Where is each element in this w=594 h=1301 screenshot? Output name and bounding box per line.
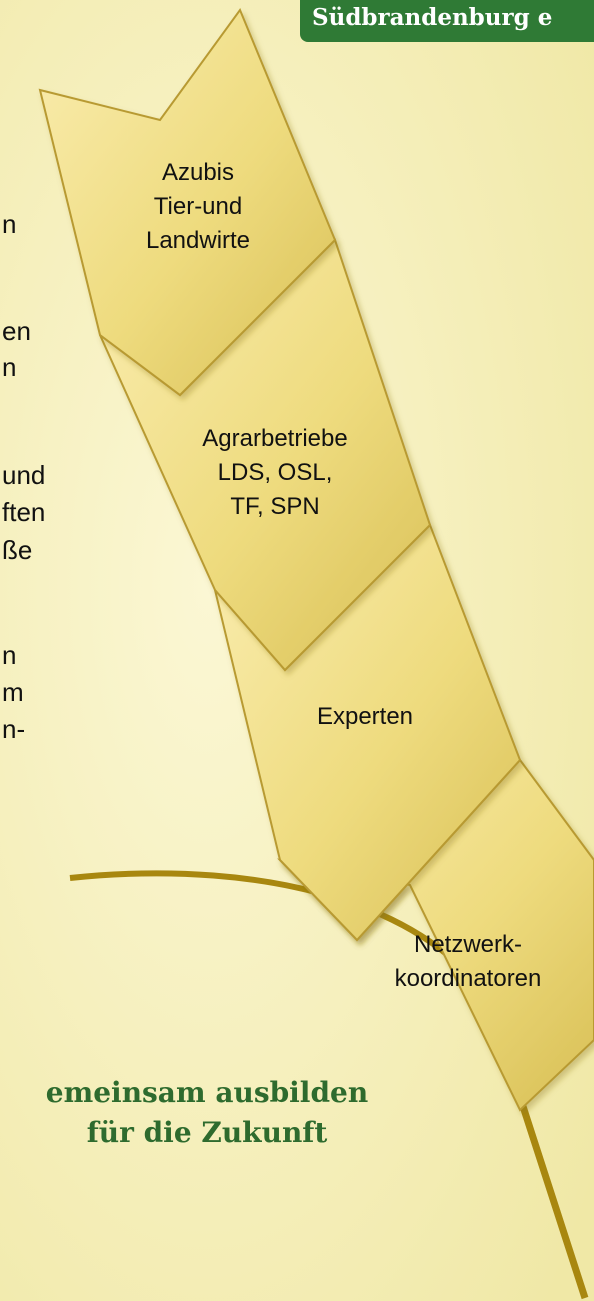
left-text-fragment: en xyxy=(2,316,31,346)
segment-label-experten: Experten xyxy=(280,700,450,734)
segment-label-line: Azubis xyxy=(161,159,235,186)
slogan-line-1: emeinsam ausbilden xyxy=(45,1076,369,1109)
left-text-fragment: n xyxy=(2,209,17,239)
chevron-segment-azubis xyxy=(38,7,337,397)
segment-label-line: TF, SPN xyxy=(230,493,320,520)
left-text-fragment: n xyxy=(2,352,17,382)
organization-name: Südbrandenburg e xyxy=(312,4,553,31)
segment-label-line: Netzwerk- xyxy=(413,931,522,958)
segment-label-line: koordinatoren xyxy=(394,965,542,992)
left-text-fragment: n- xyxy=(2,714,26,744)
organization-badge: Südbrandenburg e xyxy=(300,0,594,42)
segment-label-line: Tier-und xyxy=(153,193,243,220)
left-text-fragment: n xyxy=(2,640,17,670)
segment-label-line: Experten xyxy=(316,703,414,730)
segment-label-line: Agrarbetriebe xyxy=(202,425,348,452)
segment-label-line: Landwirte xyxy=(145,227,251,254)
segment-label-agrarbetriebe: Agrarbetriebe LDS, OSL, TF, SPN xyxy=(160,422,390,524)
left-text-fragment: ße xyxy=(2,535,33,565)
left-text-fragment: ften xyxy=(2,497,46,527)
slogan-line-2: für die Zukunft xyxy=(86,1116,328,1149)
segment-label-azubis: Azubis Tier-und Landwirte xyxy=(108,156,288,258)
left-text-fragment: und xyxy=(2,460,46,490)
segment-label-netzwerkkoordinatoren: Netzwerk- koordinatoren xyxy=(358,928,578,996)
left-text-fragment: m xyxy=(2,677,24,707)
segment-label-line: LDS, OSL, xyxy=(217,459,333,486)
